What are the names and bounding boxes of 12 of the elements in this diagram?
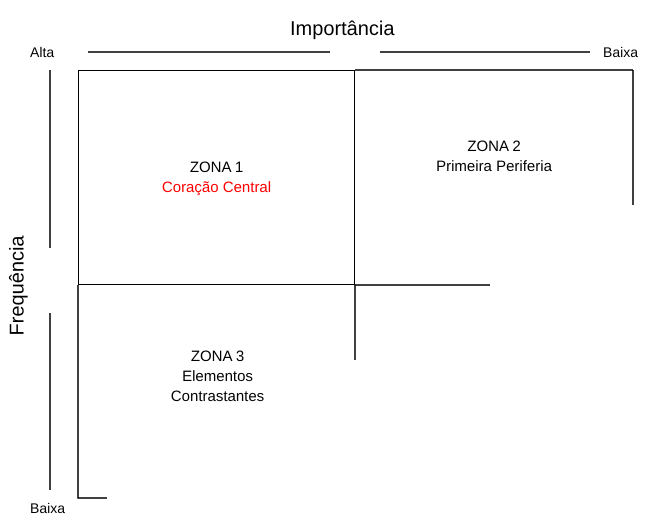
axis-title: Importância (290, 18, 394, 41)
zone-heading: ZONA 1 (190, 158, 244, 178)
axis-end-label: Baixa (30, 500, 66, 516)
axis-end-label: Alta (30, 44, 54, 60)
zone-heading: ZONA 3 (190, 347, 244, 367)
zone-description: Elementos Contrastantes (170, 367, 266, 407)
zone-heading: ZONA 2 (467, 137, 521, 157)
zone-description: Primeira Periferia (436, 157, 552, 177)
zone-box (78, 70, 355, 285)
axis-end-label: Baixa (603, 44, 638, 60)
axis-title: Frequência (6, 234, 30, 336)
zone-description: Coração Central (162, 178, 272, 198)
